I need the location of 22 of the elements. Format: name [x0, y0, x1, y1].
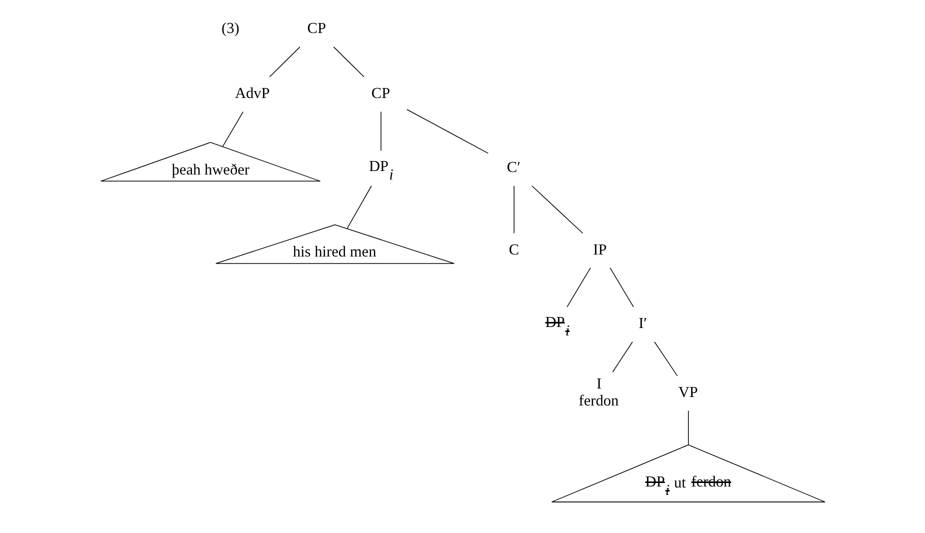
connector — [406, 109, 488, 154]
connector — [380, 111, 381, 152]
node-text: AdvP — [234, 85, 270, 102]
connector — [332, 46, 364, 78]
connector — [609, 267, 634, 308]
node-text: C — [508, 241, 519, 258]
connector — [654, 342, 678, 376]
node-text: VP — [678, 384, 698, 401]
node-text: CP — [306, 20, 326, 38]
connector — [566, 267, 590, 308]
node-text: IP — [592, 241, 606, 258]
connector — [222, 111, 243, 147]
node-text: CP — [370, 85, 390, 102]
connector — [346, 186, 372, 229]
connector — [531, 186, 583, 234]
connector — [612, 342, 632, 372]
node-text: C′ — [506, 158, 520, 176]
connector — [513, 186, 514, 234]
connector — [268, 46, 300, 78]
node-text: I ferdon — [578, 375, 618, 410]
node-text: I′ — [638, 314, 647, 332]
label: (3) — [221, 20, 239, 38]
